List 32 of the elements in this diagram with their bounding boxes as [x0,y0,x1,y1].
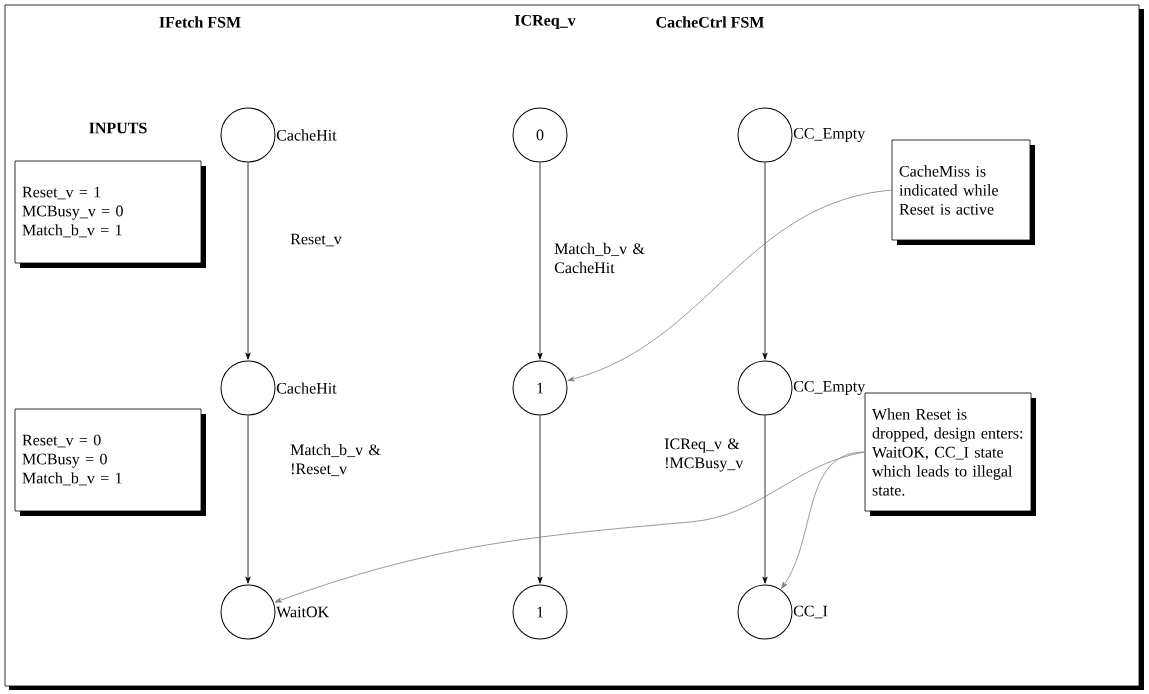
state-label: CC_Empty [793,128,866,142]
arrow [567,189,892,382]
inputs-box: Reset_v = 0 MCBusy = 0 Match_b_v = 1 [14,408,206,516]
column-heading: ICReq_v [514,15,576,29]
note-box: CacheMiss is indicated while Reset is active [891,139,1035,245]
state-circle [220,584,276,640]
state-label: WaitOK [276,606,329,618]
arrow [245,415,251,584]
state-label: CacheHit [276,129,337,141]
column-heading: IFetch FSM [159,16,241,28]
column-heading: CacheCtrl FSM [656,16,764,28]
state-circle [737,107,793,163]
state-label: CC_I [793,605,828,619]
arrow [762,162,768,360]
note-box: When Reset is dropped, design enters: WaitOK, CC_I state which leads to illegal state. [864,392,1036,516]
arrow [537,415,543,584]
inputs-box: Reset_v = 1 MCBusy_v = 0 Match_b_v = 1 [14,160,206,268]
arrow [762,415,768,584]
edge-label: Match_b_v & CacheHit [554,242,645,274]
column-heading: INPUTS [89,122,147,134]
state-circle [737,584,793,640]
state-label: CC_Empty [793,381,866,396]
arrow [537,162,543,360]
state-circle [220,107,276,163]
state-circle [220,360,276,416]
state-circle [737,360,793,416]
state-label: CacheHit [276,382,337,394]
edge-label: Match_b_v & !Reset_v [290,443,381,477]
edge-label: ICReq_v & !MCBusy_v [664,438,744,472]
arrow [781,451,865,589]
arrow [245,162,251,360]
edge-label: Reset_v [290,233,342,247]
